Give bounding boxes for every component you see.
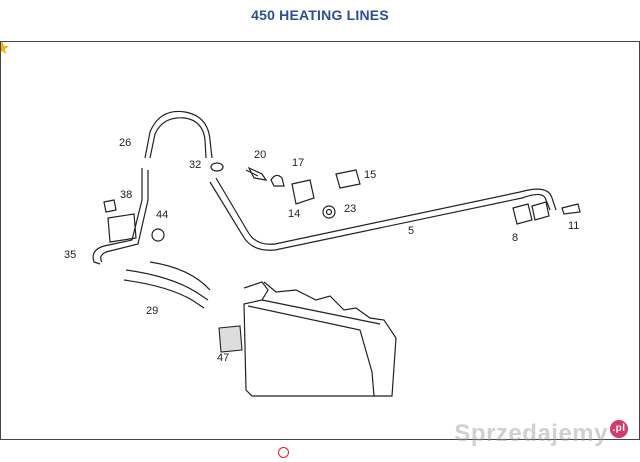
circle-marker-icon[interactable] [278,447,289,458]
bracket-14 [291,179,315,205]
bracket-35 [107,213,137,243]
label-35: 35 [64,249,76,261]
nut-44 [151,228,165,242]
nut-23 [322,205,336,219]
bolt-11 [561,203,581,215]
label-8: 8 [512,232,518,244]
bolt-20 [245,166,268,181]
clip-17 [270,174,285,187]
bolt-38 [103,199,117,213]
label-44: 44 [156,209,168,221]
watermark: Sprzedajemy.pl [454,420,628,448]
label-11: 11 [568,220,579,232]
clamp-32 [210,162,224,172]
watermark-suffix: .pl [610,420,628,438]
label-26: 26 [119,137,131,149]
flange-8 [512,203,533,225]
watermark-brand: Sprzedajemy [454,420,608,447]
bracket-15 [335,169,361,189]
page-title: 450 HEATING LINES [251,7,389,23]
radiator [243,281,397,397]
label-38: 38 [120,189,132,201]
star-icon[interactable]: ★ [0,38,11,58]
hose-29 [125,269,209,301]
label-47: 47 [217,352,229,364]
label-23: 23 [344,203,356,215]
clip-47 [218,325,243,353]
label-15: 15 [364,169,376,181]
label-20: 20 [254,149,266,161]
label-29: 29 [146,305,158,317]
label-5: 5 [408,225,414,237]
label-17: 17 [292,157,304,169]
label-32: 32 [189,159,201,171]
label-14: 14 [288,208,300,220]
hose-26 [144,110,213,159]
pipe-5 [215,177,557,245]
pipe-35 [92,168,143,265]
